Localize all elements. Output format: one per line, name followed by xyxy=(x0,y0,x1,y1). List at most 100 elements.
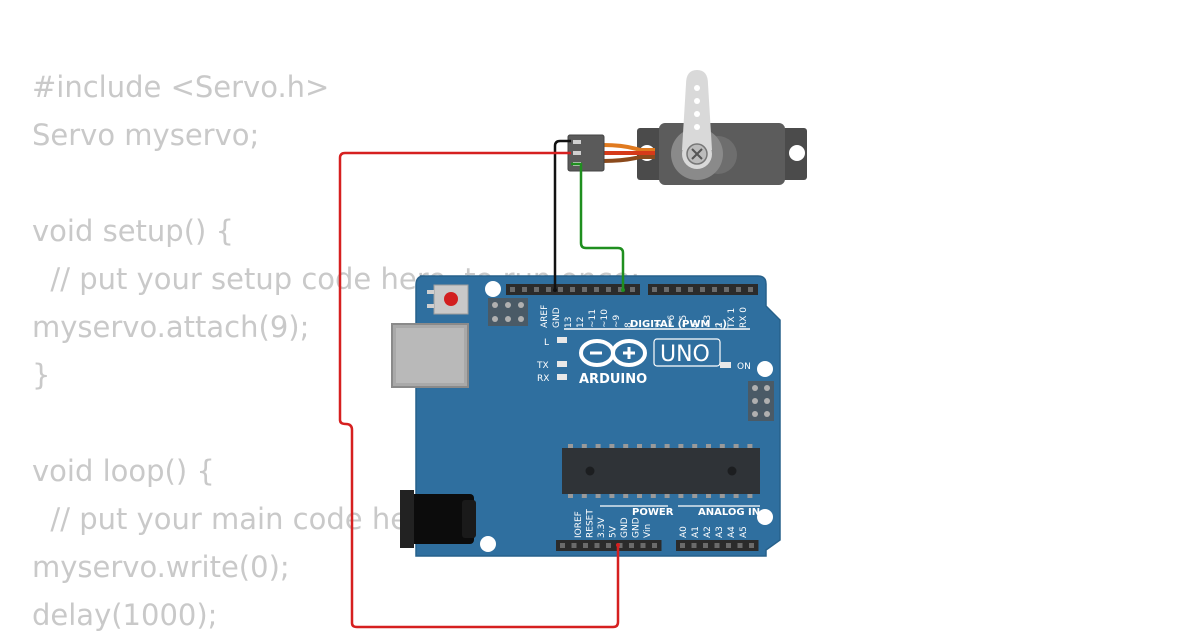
header-pin[interactable] xyxy=(510,287,515,292)
led-l-label: L xyxy=(544,338,549,348)
header-pin[interactable] xyxy=(664,287,669,292)
header-pin[interactable] xyxy=(700,287,705,292)
horn-hole xyxy=(694,111,700,117)
header-pin[interactable] xyxy=(680,543,685,548)
led-tx-label: TX xyxy=(536,361,549,371)
header-pin[interactable] xyxy=(594,543,600,548)
header-pin[interactable] xyxy=(676,287,681,292)
header-pin[interactable] xyxy=(724,287,729,292)
digital-header-label: DIGITAL (PWM ~) xyxy=(630,319,727,330)
code-line: void loop() { xyxy=(32,454,215,488)
pin-label: TX 1 xyxy=(727,308,737,329)
pin-label: ~6 xyxy=(667,314,677,328)
header-pin[interactable] xyxy=(726,543,731,548)
header-pin[interactable] xyxy=(606,287,611,292)
header-pin[interactable] xyxy=(617,543,623,548)
pin-label: 4 xyxy=(691,322,701,328)
header-pin[interactable] xyxy=(691,543,697,548)
led-rx xyxy=(557,374,567,380)
digital-header-left xyxy=(506,284,640,295)
header-pin[interactable] xyxy=(652,287,657,292)
pin-label: GND xyxy=(632,517,642,538)
servo-motor[interactable] xyxy=(637,70,807,185)
header-pin[interactable] xyxy=(546,287,551,292)
horn-hole xyxy=(694,98,700,104)
header-pin[interactable] xyxy=(606,543,611,548)
pin-label: A4 xyxy=(727,526,737,538)
header-pin[interactable] xyxy=(558,287,563,292)
wire-endpoint xyxy=(616,543,620,547)
pin-label: 12 xyxy=(576,317,586,328)
led-on-label: ON xyxy=(737,362,751,372)
wire-ground[interactable] xyxy=(553,139,571,291)
dc-power-jack xyxy=(400,490,476,548)
wire-signal-pin9[interactable] xyxy=(571,162,625,291)
header-pin[interactable] xyxy=(594,287,599,292)
servo-horn[interactable] xyxy=(682,70,712,150)
header-pin[interactable] xyxy=(618,287,623,292)
code-line: void setup() { xyxy=(32,214,234,248)
analog-header xyxy=(676,540,759,551)
board-model: UNO xyxy=(660,342,710,367)
microcontroller-chip xyxy=(562,448,760,494)
header-pin[interactable] xyxy=(749,543,754,548)
icsp-header-top xyxy=(488,298,528,326)
wire-power-5v[interactable] xyxy=(338,151,620,629)
code-line: delay(1000); xyxy=(32,598,218,632)
pin-label: GND xyxy=(552,307,562,328)
horn-screw-icon xyxy=(686,143,708,165)
pin-label: 3.3V xyxy=(597,517,607,538)
header-pin[interactable] xyxy=(560,543,565,548)
led-l xyxy=(557,337,567,343)
pin-label: A5 xyxy=(739,526,749,538)
header-pin[interactable] xyxy=(640,543,646,548)
chip-dimple xyxy=(585,466,595,476)
wire-endpoint xyxy=(553,288,557,292)
reset-button-leg xyxy=(427,304,434,308)
header-pin[interactable] xyxy=(630,287,635,292)
header-pin[interactable] xyxy=(629,543,634,548)
pin-label: A3 xyxy=(715,526,725,538)
pin-label: ~9 xyxy=(612,314,622,328)
header-pin[interactable] xyxy=(571,543,577,548)
header-pin[interactable] xyxy=(583,543,588,548)
header-pin[interactable] xyxy=(714,543,720,548)
code-line: #include <Servo.h> xyxy=(32,70,330,104)
header-pin[interactable] xyxy=(736,287,741,292)
header-pin[interactable] xyxy=(534,287,539,292)
header-pin[interactable] xyxy=(703,543,708,548)
usb-connector-face xyxy=(396,328,464,383)
header-pin[interactable] xyxy=(570,287,575,292)
power-header-label: POWER xyxy=(632,507,674,518)
header-pin[interactable] xyxy=(688,287,693,292)
pin-label: ~3 xyxy=(703,315,713,328)
led-on xyxy=(720,362,731,368)
pin-label: 2 xyxy=(715,322,725,328)
horn-hole xyxy=(694,85,700,91)
chip-pins xyxy=(568,444,753,498)
uno-badge xyxy=(653,338,721,367)
pin-label: 7 xyxy=(655,322,665,328)
header-pin[interactable] xyxy=(712,287,717,292)
servo-cable xyxy=(602,143,655,163)
chip-dimple xyxy=(727,466,737,476)
horn-hole xyxy=(694,124,700,130)
header-pin[interactable] xyxy=(522,287,527,292)
code-line: } xyxy=(32,358,51,392)
digital-header-right xyxy=(648,284,758,295)
code-line: myservo.write(0); xyxy=(32,550,290,584)
mounting-hole xyxy=(757,361,773,377)
header-pin[interactable] xyxy=(652,543,657,548)
pin-label: IOREF xyxy=(574,511,584,538)
header-pin[interactable] xyxy=(582,287,587,292)
header-pin[interactable] xyxy=(737,543,743,548)
arduino-logo-text: ARDUINO xyxy=(579,372,647,387)
code-line: Servo myservo; xyxy=(32,118,260,152)
reset-button-cap[interactable] xyxy=(444,292,458,306)
header-pin[interactable] xyxy=(748,287,753,292)
